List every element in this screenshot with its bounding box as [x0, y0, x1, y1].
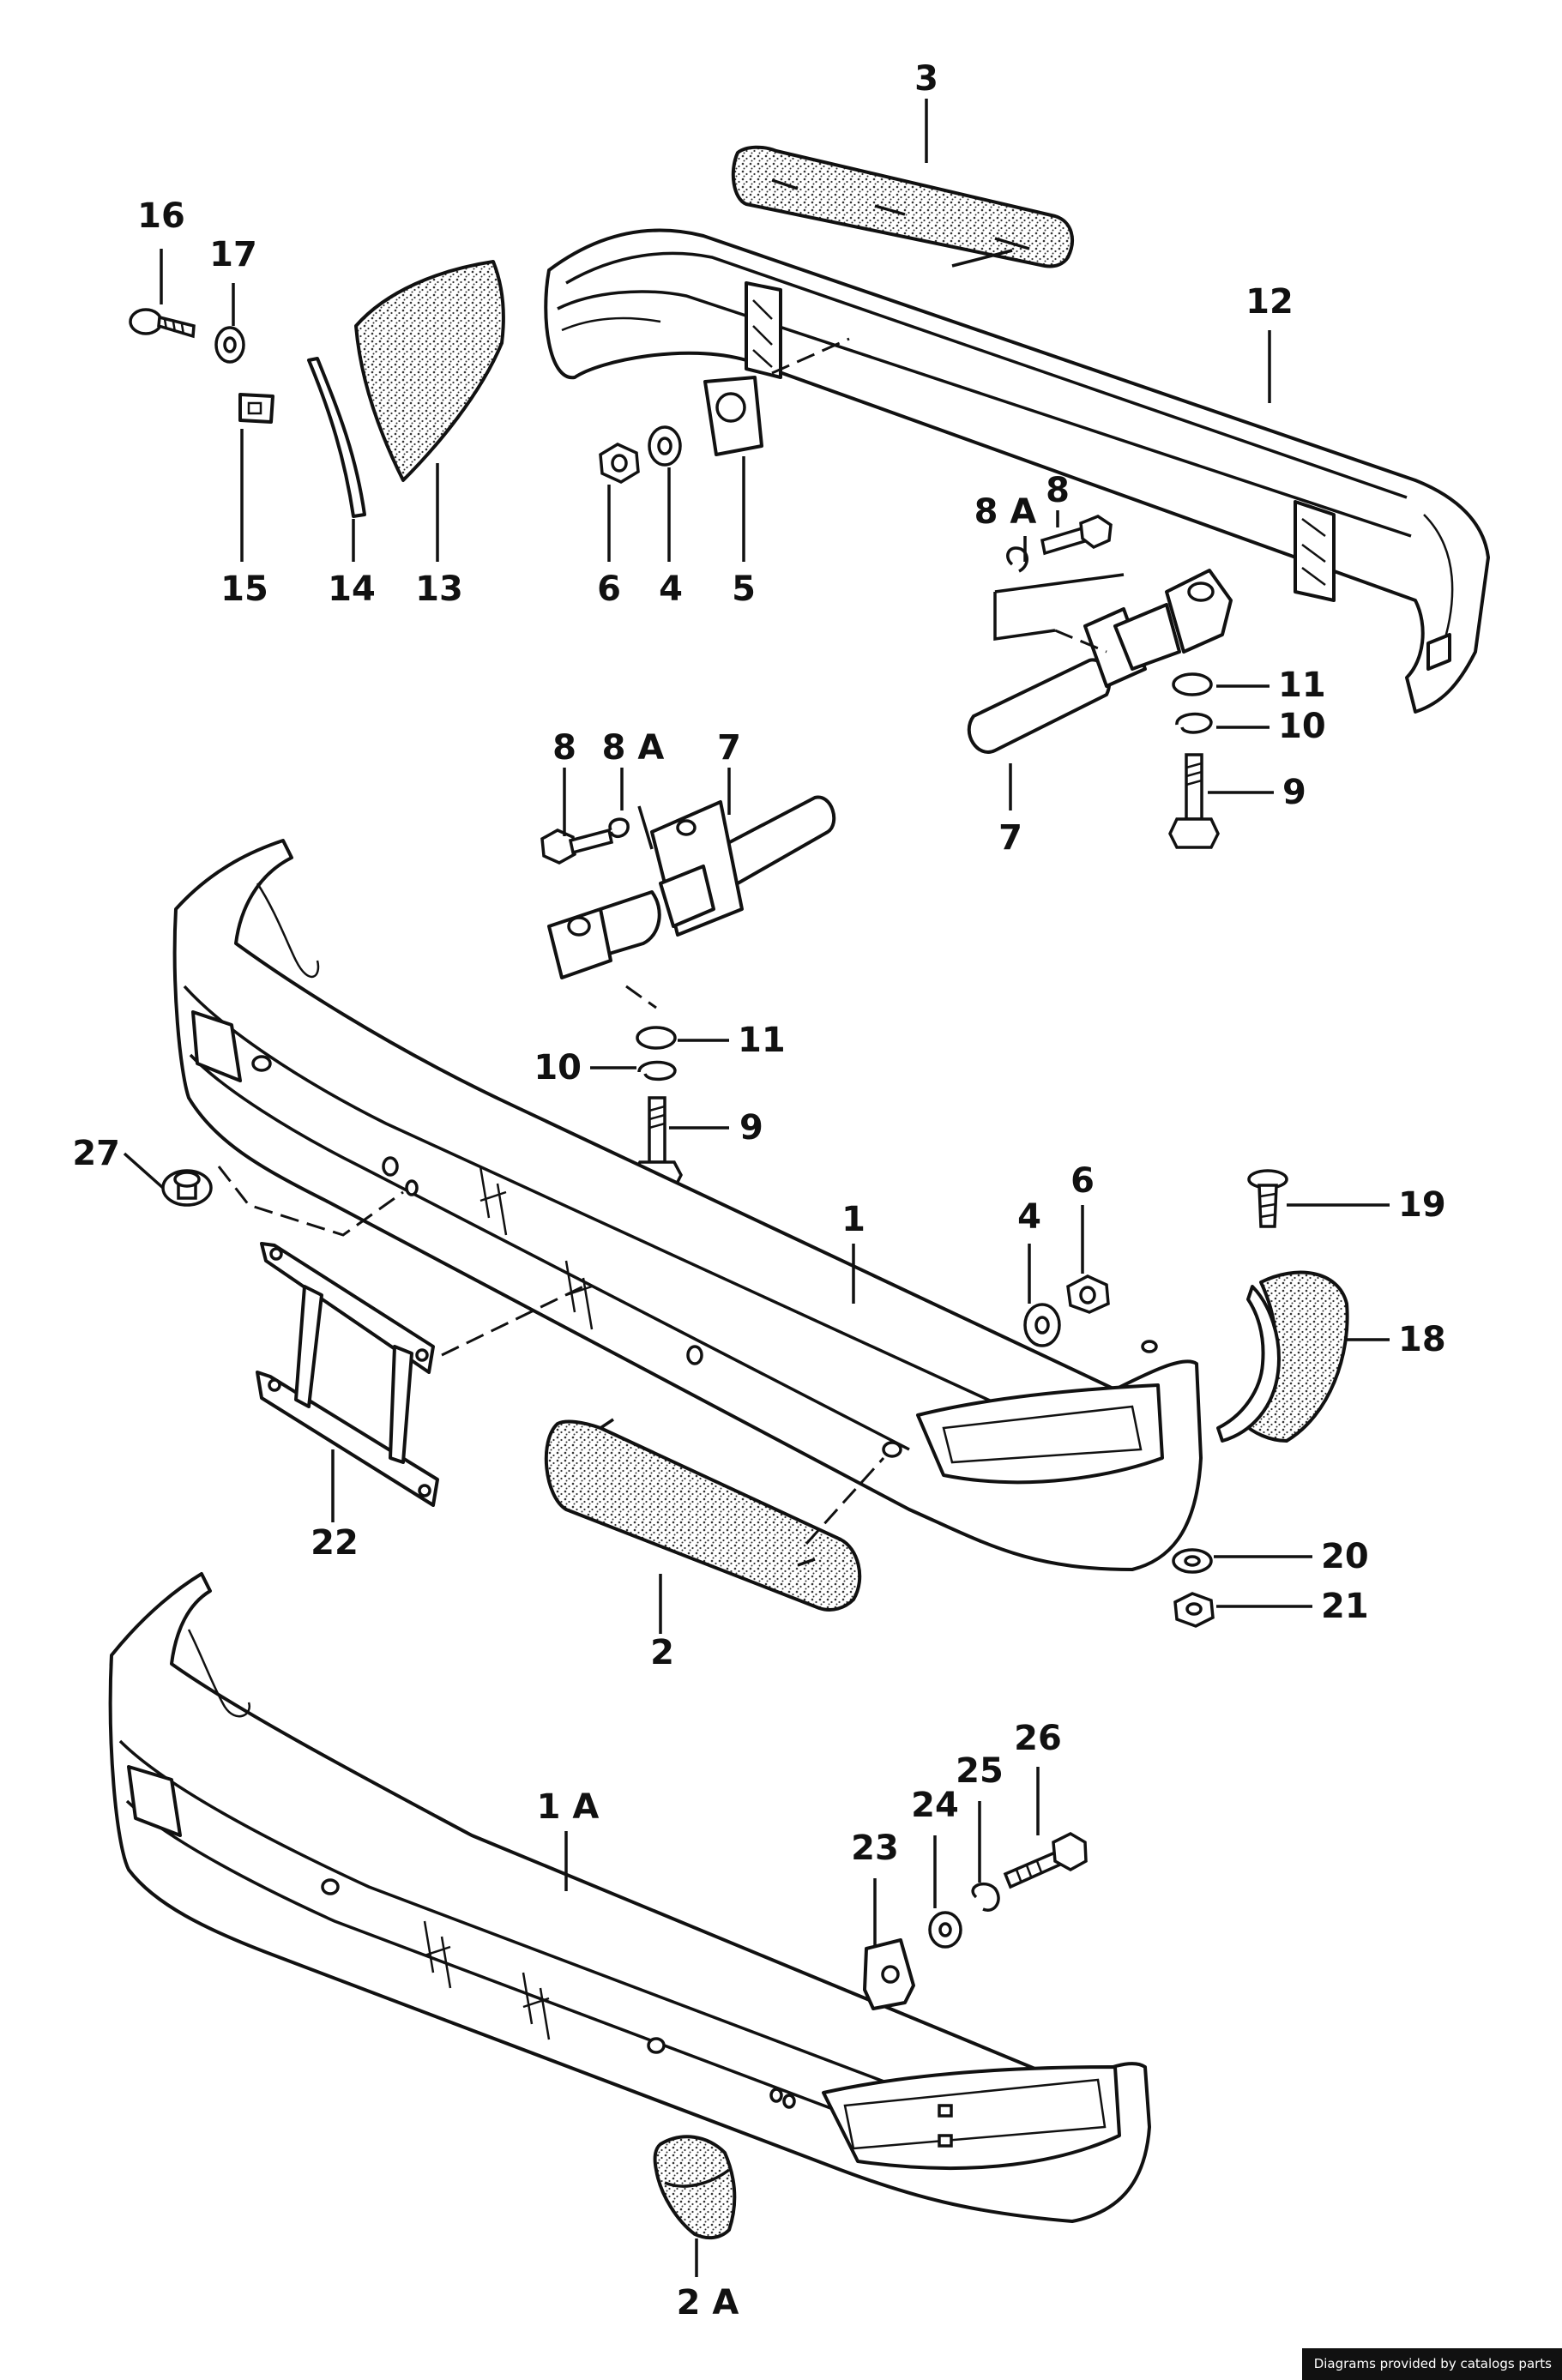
- label-part-16: 16: [137, 196, 185, 236]
- label-part-18: 18: [1398, 1320, 1446, 1359]
- label-part-4-front: 4: [1017, 1197, 1041, 1237]
- washer: [1023, 1303, 1061, 1347]
- diagram-credit: Diagrams provided by catalogs parts: [1301, 2348, 1562, 2380]
- front-bumper-guard: [544, 1418, 885, 1612]
- label-part-2: 2: [650, 1633, 674, 1672]
- front-bumper: [172, 839, 1203, 1571]
- label-part-8-rear: 8: [1046, 471, 1070, 510]
- leader-lines: [123, 99, 1390, 2277]
- lock-washer: [1006, 546, 1028, 573]
- bolt: [540, 828, 614, 865]
- rear-impact-absorber: [967, 569, 1233, 754]
- lock-washer: [971, 1882, 1000, 1912]
- lock-washer: [608, 817, 630, 839]
- small-bumper-guard: [653, 2135, 737, 2240]
- label-part-8-front: 8: [552, 728, 576, 768]
- screw: [129, 308, 196, 339]
- hex-nut: [1173, 1592, 1215, 1628]
- label-part-8A-rear: 8 A: [974, 492, 1037, 532]
- label-part-6-rear: 6: [597, 569, 621, 609]
- hex-nut: [599, 443, 640, 484]
- label-part-11-front: 11: [738, 1021, 786, 1060]
- label-part-5: 5: [732, 569, 756, 609]
- label-part-19: 19: [1398, 1185, 1446, 1225]
- label-part-2A: 2 A: [677, 2283, 739, 2323]
- label-part-13: 13: [415, 569, 463, 609]
- label-part-22: 22: [311, 1523, 359, 1563]
- speed-nut: [214, 326, 245, 364]
- label-part-1A: 1 A: [537, 1787, 600, 1827]
- label-part-11-rear: 11: [1278, 666, 1326, 705]
- label-part-1: 1: [841, 1200, 865, 1239]
- lock-washer: [1175, 712, 1213, 734]
- washer: [636, 1026, 677, 1050]
- label-part-25: 25: [956, 1751, 1004, 1791]
- washer: [928, 1911, 962, 1949]
- label-part-14: 14: [328, 569, 376, 609]
- label-part-23: 23: [851, 1829, 899, 1868]
- label-part-26: 26: [1014, 1719, 1062, 1758]
- label-part-15: 15: [220, 569, 268, 609]
- plug: [161, 1169, 213, 1207]
- label-part-27: 27: [72, 1134, 120, 1173]
- washer: [648, 425, 682, 467]
- bolt: [1040, 515, 1113, 556]
- label-part-7-front: 7: [717, 728, 741, 768]
- label-part-21: 21: [1321, 1587, 1369, 1626]
- front-bumper-variant: [108, 1572, 1151, 2223]
- bumper-end-cap: [1216, 1270, 1349, 1443]
- part-labels: 3 12 16 17 15 14 13 6 4 5 8 A 8 11 10 9 …: [72, 59, 1445, 2323]
- mounting-bracket: [863, 1938, 915, 2010]
- label-part-9-front: 9: [739, 1108, 763, 1148]
- label-part-12: 12: [1245, 282, 1294, 322]
- assembly-line: [625, 985, 657, 1009]
- side-trim-panel: [354, 260, 505, 482]
- rear-bumper: [544, 228, 1490, 714]
- label-part-3: 3: [914, 59, 938, 99]
- license-plate-bracket: [256, 1242, 584, 1507]
- screw: [1247, 1169, 1288, 1228]
- label-part-4-rear: 4: [659, 569, 683, 609]
- hex-bolt: [1168, 753, 1220, 849]
- label-part-20: 20: [1321, 1537, 1369, 1576]
- assembly-line: [217, 1166, 404, 1237]
- label-part-6-front: 6: [1070, 1161, 1095, 1201]
- front-impact-absorber: [547, 795, 836, 979]
- washer: [1172, 1548, 1213, 1574]
- hex-bolt: [1003, 1832, 1088, 1889]
- lock-washer: [637, 1060, 677, 1082]
- trim-strip: [307, 357, 366, 518]
- label-part-24: 24: [911, 1786, 959, 1825]
- retaining-clip: [238, 393, 274, 424]
- hex-nut: [1066, 1274, 1110, 1314]
- mounting-bracket: [703, 337, 850, 456]
- rear-bumper-guard: [731, 145, 1074, 268]
- label-part-17: 17: [209, 235, 257, 274]
- label-part-9-rear: 9: [1282, 773, 1306, 812]
- washer: [1172, 672, 1213, 696]
- label-part-10-rear: 10: [1278, 707, 1326, 746]
- label-part-7-rear: 7: [998, 818, 1022, 858]
- label-part-10-front: 10: [534, 1048, 582, 1088]
- label-part-8A-front: 8 A: [602, 728, 665, 768]
